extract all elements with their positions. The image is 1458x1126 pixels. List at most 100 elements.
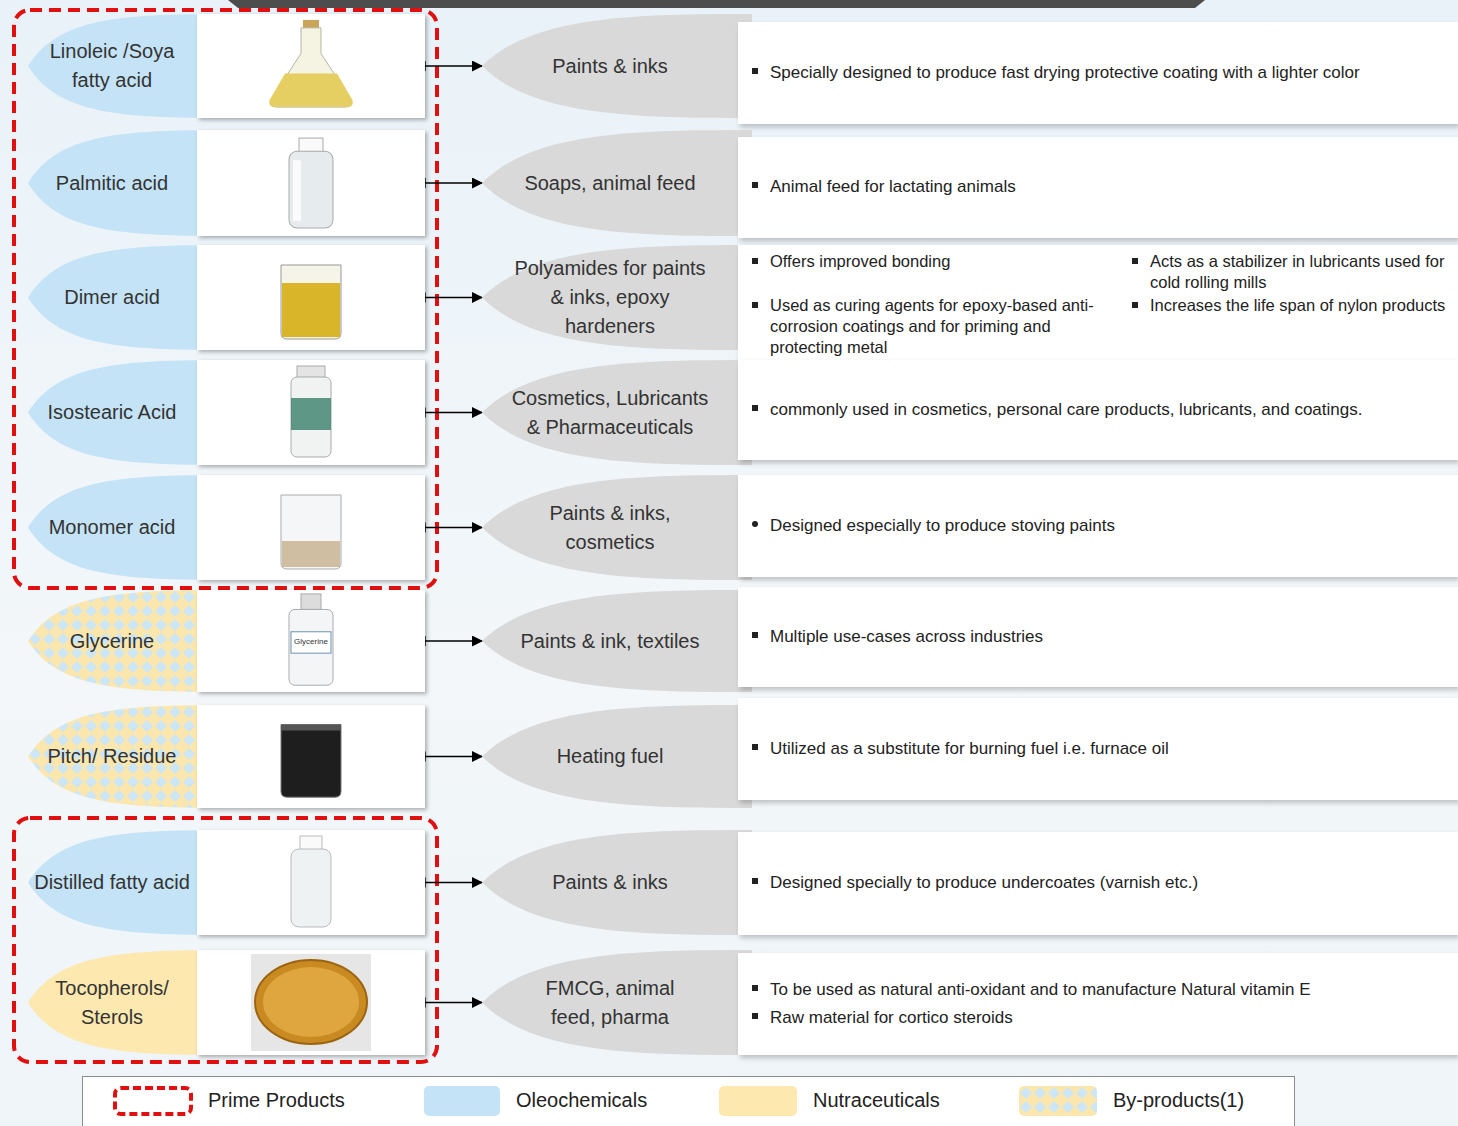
application-name: Soaps, animal feed (524, 169, 695, 198)
description-text: Raw material for cortico steroids (770, 1006, 1013, 1030)
application-node: FMCG, animal feed, pharma (482, 950, 738, 1055)
application-label-area: Paints & ink, textiles (490, 590, 730, 692)
bullet-mark (1132, 258, 1138, 264)
bullet-item: Animal feed for lactating animals (748, 175, 1442, 199)
description-text: Offers improved bonding (770, 251, 950, 272)
application-node: Soaps, animal feed (482, 130, 738, 236)
product-illustration (197, 360, 425, 465)
application-node: Paints & inks (482, 14, 738, 118)
bullet-item: Designed specially to produce undercoate… (748, 871, 1442, 895)
description-text: Utilized as a substitute for burning fue… (770, 737, 1169, 761)
product-image-box (197, 475, 425, 580)
description-text: commonly used in cosmetics, personal car… (770, 398, 1362, 422)
description-box: Animal feed for lactating animals (738, 137, 1458, 238)
product-label-area: Glycerine (32, 590, 192, 692)
application-name: Paints & inks (552, 52, 668, 81)
product-label-area: Palmitic acid (32, 130, 192, 236)
legend-box: Prime Products Oleochemicals Nutraceutical… (82, 1076, 1295, 1126)
legend-swatch (719, 1086, 797, 1116)
bullet-mark (752, 985, 758, 991)
product-illustration (197, 705, 425, 808)
description-box: Utilized as a substitute for burning fue… (738, 698, 1458, 800)
product-name: Pitch/ Residue (48, 742, 177, 771)
bullet-item: Multiple use-cases across industries (748, 625, 1442, 649)
application-name: Heating fuel (557, 742, 664, 771)
product-image-box (197, 245, 425, 350)
pattern-fill (1019, 1086, 1097, 1116)
application-label-area: Paints & inks (495, 14, 725, 118)
legend-text: Nutraceuticals (813, 1089, 940, 1112)
application-label-area: Polyamides for paints & inks, epoxy hard… (510, 245, 710, 350)
product-node: Tocopherols/ Sterols (28, 950, 425, 1055)
leaf-shape (482, 590, 752, 692)
description-text: Acts as a stabilizer in lubricants used … (1150, 251, 1448, 293)
application-name: Polyamides for paints & inks, epoxy hard… (510, 254, 710, 341)
bullet-mark (752, 521, 758, 527)
application-node: Paints & inks (482, 830, 738, 935)
bullet-mark (752, 744, 758, 750)
description-text: Animal feed for lactating animals (770, 175, 1016, 199)
description-text: Specially designed to produce fast dryin… (770, 61, 1360, 85)
bullet-mark (752, 68, 758, 74)
bullet-item: Offers improved bonding (748, 251, 1120, 293)
product-node: Distilled fatty acid (28, 830, 425, 935)
product-name: Isostearic Acid (48, 398, 177, 427)
product-node: Dimer acid (28, 245, 425, 350)
bullet-mark (752, 878, 758, 884)
bullet-item: commonly used in cosmetics, personal car… (748, 398, 1442, 422)
application-name: Paints & ink, textiles (521, 627, 700, 656)
arrow-connector (425, 882, 482, 884)
application-label-area: Paints & inks, cosmetics (510, 475, 710, 580)
product-illustration (197, 475, 425, 580)
arrow-connector (425, 182, 482, 184)
leaf-shape (482, 475, 752, 580)
application-label-area: Cosmetics, Lubricants & Pharmaceuticals (510, 360, 710, 465)
description-box: To be used as natural anti-oxidant and t… (738, 953, 1458, 1055)
product-node: Palmitic acid (28, 130, 425, 236)
legend-text: Oleochemicals (516, 1089, 647, 1112)
product-node: Monomer acid (28, 475, 425, 580)
application-name: Cosmetics, Lubricants & Pharmaceuticals (510, 384, 710, 442)
bullet-mark (752, 302, 758, 308)
product-label-area: Isostearic Acid (32, 360, 192, 465)
leaf-shape (482, 360, 752, 465)
bullet-mark (752, 405, 758, 411)
application-name: Paints & inks, cosmetics (510, 499, 710, 557)
leaf-shape (482, 830, 752, 935)
application-leaf (482, 360, 752, 465)
application-label-area: Soaps, animal feed (495, 130, 725, 236)
product-node: Pitch/ Residue (28, 705, 425, 808)
leaf-shape (482, 245, 752, 350)
legend-swatch (1019, 1086, 1097, 1116)
product-name: Dimer acid (64, 283, 160, 312)
bullet-item: Specially designed to produce fast dryin… (748, 61, 1442, 85)
description-box: commonly used in cosmetics, personal car… (738, 360, 1458, 460)
application-node: Paints & inks, cosmetics (482, 475, 738, 580)
product-image-box (197, 830, 425, 935)
product-illustration (197, 130, 425, 236)
product-image-box (197, 130, 425, 236)
arrow-connector (425, 65, 482, 67)
description-box: Designed specially to produce undercoate… (738, 832, 1458, 935)
product-name: Palmitic acid (56, 169, 168, 198)
description-text: Designed specially to produce undercoate… (770, 871, 1198, 895)
legend-text: Prime Products (208, 1089, 345, 1112)
arrow-connector (425, 412, 482, 414)
description-text: Used as curing agents for epoxy-based an… (770, 295, 1120, 358)
bullet-mark (752, 258, 758, 264)
description-box: Multiple use-cases across industries (738, 587, 1458, 687)
product-label-area: Dimer acid (32, 245, 192, 350)
leaf-shape (482, 950, 752, 1055)
bullet-mark (752, 182, 758, 188)
application-name: Paints & inks (552, 868, 668, 897)
bullet-mark (1132, 302, 1138, 308)
bullet-item: Increases the life span of nylon product… (1128, 295, 1448, 358)
description-text: Multiple use-cases across industries (770, 625, 1043, 649)
product-image-box (197, 360, 425, 465)
product-node: Glycerine (28, 590, 425, 692)
bullet-mark (752, 632, 758, 638)
prime-group-outline (14, 818, 437, 1062)
product-illustration (197, 245, 425, 350)
leaf-shape (482, 130, 752, 236)
